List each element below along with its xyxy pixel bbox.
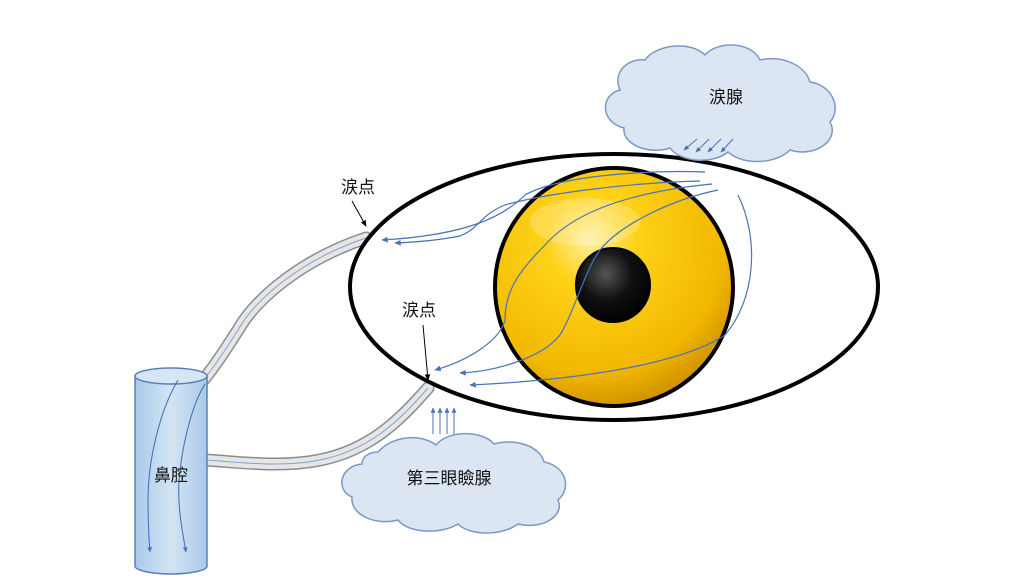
lower-punctum-label: 涙点	[402, 300, 436, 321]
lacrimal-gland-label: 涙腺	[709, 87, 743, 108]
third-eyelid-gland-label: 第三眼瞼腺	[407, 468, 492, 489]
third-eyelid-gland-cloud	[341, 432, 567, 534]
upper-lacrimal-duct	[193, 231, 373, 391]
tear-flow-lines	[381, 170, 753, 388]
lacrimal-gland-secretion-arrows	[683, 138, 734, 153]
nasal-cavity-cylinder	[134, 367, 208, 575]
lacrimal-gland-cloud	[604, 44, 836, 163]
upper-punctum-label: 涙点	[341, 177, 375, 198]
lower-lacrimal-duct	[198, 381, 435, 471]
nasal-cavity-label: 鼻腔	[154, 466, 188, 486]
iris-highlight	[530, 198, 640, 246]
lower-punctum-pointer	[422, 324, 431, 381]
pupil	[575, 247, 651, 323]
third-eyelid-gland-secretion-arrows	[430, 407, 457, 434]
upper-punctum-pointer	[351, 200, 367, 227]
